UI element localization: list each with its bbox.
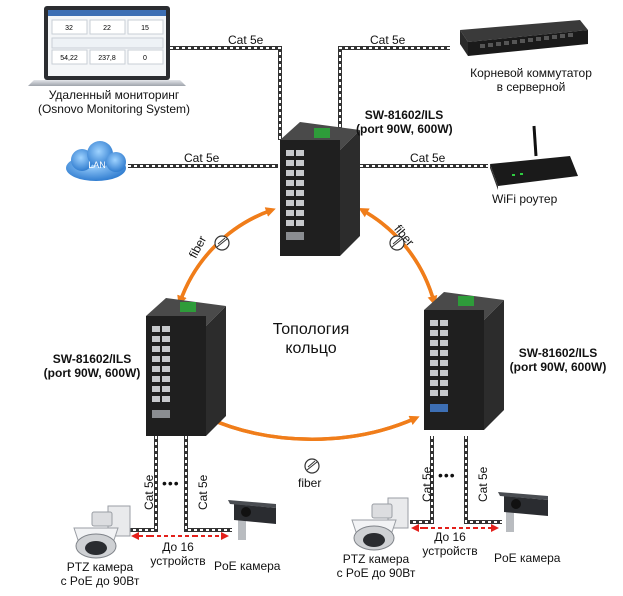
ptz-line1: PTZ камера (66, 560, 134, 574)
cable-left-a (128, 436, 158, 532)
cable-label: Cat 5e (228, 33, 264, 47)
switch-left-caption: SW-81602/ILS (port 90W, 600W) (40, 352, 144, 380)
laptop-icon: 32 22 15 54,22 237,8 0 (28, 6, 186, 86)
cable-label: Cat 5e (370, 33, 406, 47)
cable-label: Cat 5e (410, 151, 446, 165)
devices-count-caption: До 16 устройств (418, 530, 482, 558)
core-switch-icon (460, 20, 588, 56)
switch-top-caption: SW-81602/ILS (port 90W, 600W) (356, 108, 453, 136)
poe-camera-right-icon (498, 492, 548, 532)
poe-camera-caption: PoE камера (494, 551, 561, 565)
ptz-line2: с PoE до 90Вт (336, 566, 416, 580)
ptz-camera-right-icon (351, 497, 409, 551)
topology-caption: Топология кольцо (256, 320, 366, 358)
topology-line2: кольцо (285, 340, 337, 357)
dashboard-cell: 22 (103, 25, 111, 32)
monitoring-caption: Удаленный мониторинг (Osnovo Monitoring … (24, 88, 204, 116)
dashboard-cell: 54,22 (60, 55, 78, 62)
cable-label: Cat 5e (420, 466, 434, 502)
lan-cloud-icon: LAN (66, 141, 126, 181)
fiber-connector-icon (389, 235, 405, 251)
ptz-line1: PTZ камера (342, 552, 410, 566)
cable-label: Cat 5e (142, 474, 156, 510)
core-switch-line1: Корневой коммутатор (470, 66, 592, 80)
upto-line1: До 16 (434, 530, 466, 544)
upto-line2: устройств (422, 544, 478, 558)
core-switch-line2: в серверной (496, 80, 566, 94)
more-devices-dots: ••• (438, 467, 456, 483)
dashboard-cell: 0 (143, 55, 147, 62)
switch-left-icon (146, 298, 226, 436)
cable-core-to-switch (338, 46, 450, 140)
fiber-connector-icon (304, 458, 320, 474)
ptz-camera-caption: PTZ камера с PoE до 90Вт (326, 552, 426, 580)
cable-monitoring-to-switch (170, 46, 282, 140)
lan-label: LAN (88, 160, 106, 170)
monitoring-line1: Удаленный мониторинг (48, 88, 180, 102)
dashboard-cell: 237,8 (98, 55, 116, 62)
dashboard-cell: 15 (141, 25, 149, 32)
ptz-line2: с PoE до 90Вт (60, 574, 140, 588)
cable-left-b (184, 436, 232, 532)
poe-camera-caption: PoE камера (214, 559, 281, 573)
cable-label: Cat 5e (196, 474, 210, 510)
poe-camera-left-icon (228, 500, 276, 540)
ptz-camera-caption: PTZ камера с PoE до 90Вт (50, 560, 150, 588)
switch-right-caption: SW-81602/ILS (port 90W, 600W) (504, 346, 612, 374)
switch-spec: (port 90W, 600W) (356, 122, 453, 136)
upto-line1: До 16 (162, 540, 194, 554)
dashboard-cell: 32 (65, 25, 73, 32)
cable-label: Cat 5e (184, 151, 220, 165)
core-switch-caption: Корневой коммутатор в серверной (460, 66, 602, 94)
cable-right-b (464, 436, 502, 524)
switch-spec: (port 90W, 600W) (43, 366, 141, 380)
switch-model: SW-81602/ILS (364, 108, 444, 122)
devices-count-caption: До 16 устройств (146, 540, 210, 568)
wifi-router-icon (490, 125, 578, 190)
cable-right-a (410, 436, 434, 524)
switch-model: SW-81602/ILS (518, 346, 598, 360)
topology-line1: Топология (272, 321, 350, 338)
fiber-connector-icon (214, 235, 230, 251)
ptz-camera-left-icon (73, 505, 131, 559)
cable-label: Cat 5e (476, 466, 490, 502)
more-devices-dots: ••• (162, 475, 180, 491)
upto-line2: устройств (150, 554, 206, 568)
switch-spec: (port 90W, 600W) (509, 360, 607, 374)
monitoring-line2: (Osnovo Monitoring System) (37, 102, 191, 116)
switch-model: SW-81602/ILS (52, 352, 132, 366)
fiber-label: fiber (298, 476, 322, 490)
switch-right-icon (424, 292, 504, 430)
wifi-router-caption: WiFi роутер (492, 192, 558, 206)
switch-top-icon (280, 122, 360, 256)
